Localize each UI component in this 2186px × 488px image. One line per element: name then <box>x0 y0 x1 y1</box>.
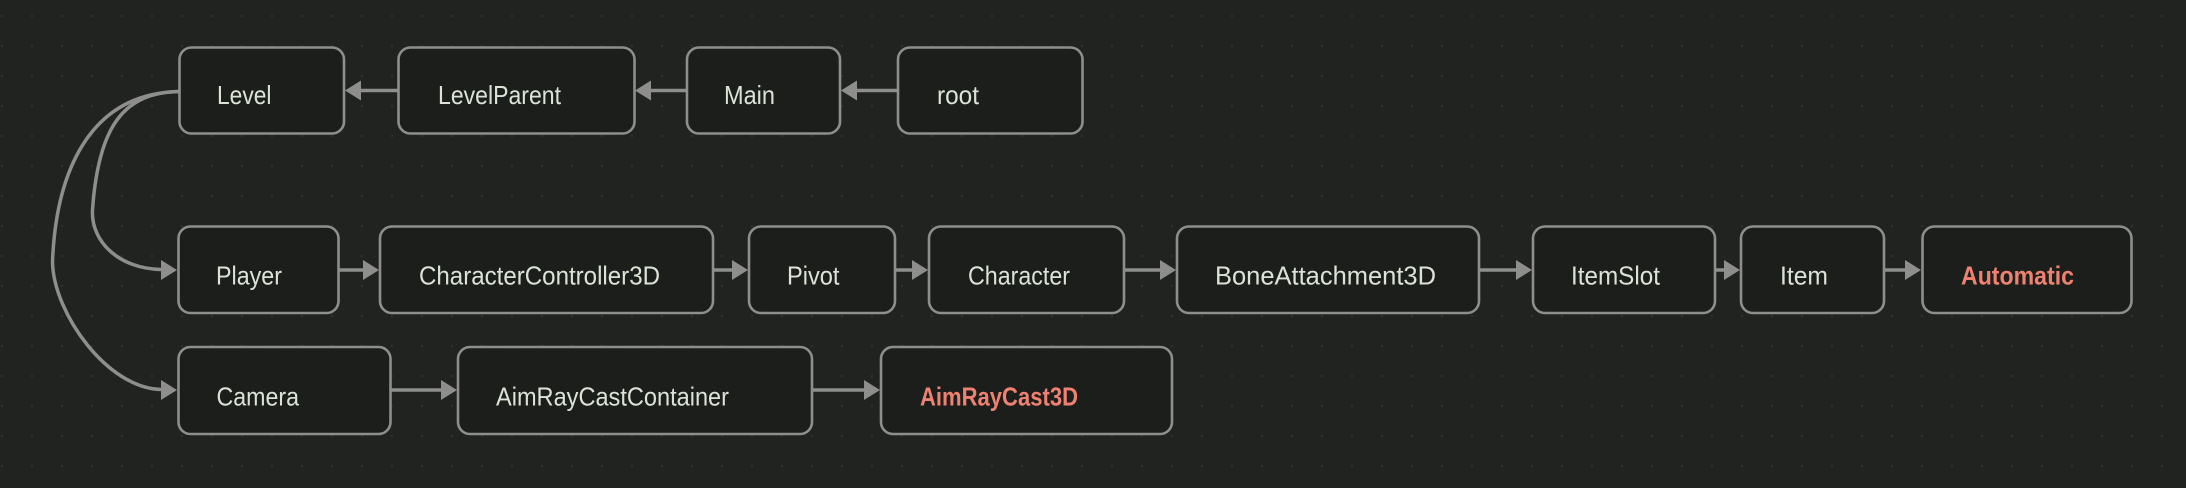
svg-text:Main: Main <box>724 80 775 110</box>
svg-text:ItemSlot: ItemSlot <box>1571 261 1661 291</box>
svg-text:Player: Player <box>216 261 282 291</box>
svg-text:root: root <box>937 80 980 110</box>
svg-text:Pivot: Pivot <box>787 261 840 291</box>
svg-text:BoneAttachment3D: BoneAttachment3D <box>1215 261 1436 291</box>
svg-text:AimRayCastContainer: AimRayCastContainer <box>496 382 729 412</box>
svg-text:Character: Character <box>968 261 1070 291</box>
svg-text:Camera: Camera <box>217 382 300 412</box>
svg-text:AimRayCast3D: AimRayCast3D <box>920 382 1078 412</box>
svg-text:Level: Level <box>217 80 272 110</box>
svg-text:LevelParent: LevelParent <box>438 80 562 110</box>
svg-text:Automatic: Automatic <box>1961 261 2074 291</box>
svg-text:Item: Item <box>1780 261 1828 291</box>
svg-text:CharacterController3D: CharacterController3D <box>419 261 660 291</box>
